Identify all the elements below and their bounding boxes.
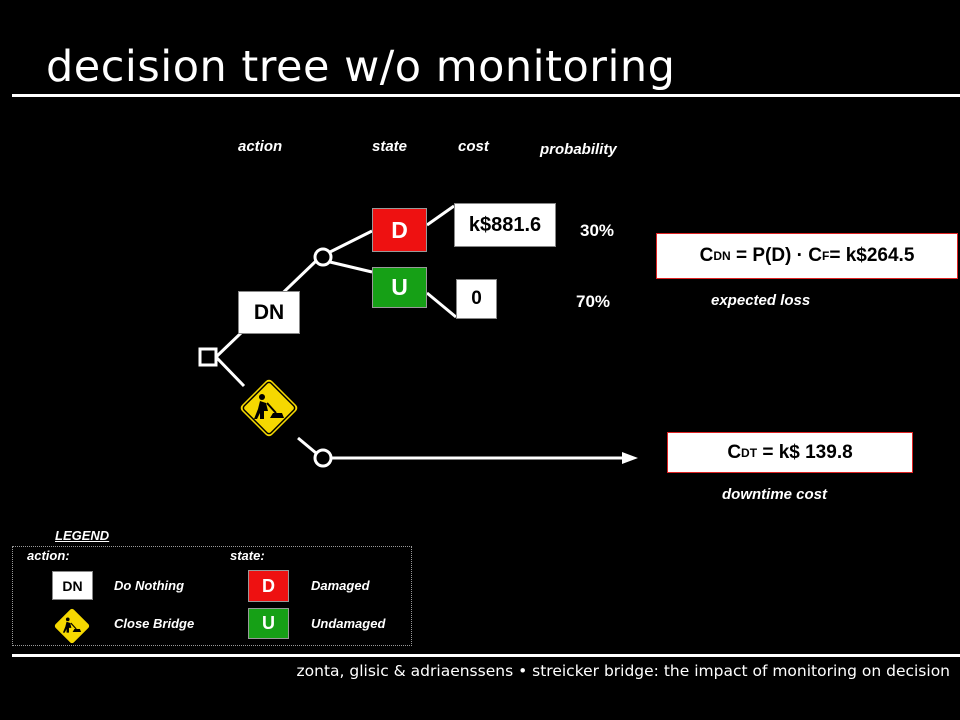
header-state: state bbox=[372, 138, 408, 155]
prob-u: 70% bbox=[576, 292, 611, 311]
header-action: action bbox=[238, 138, 283, 155]
expected-loss-label: expected loss bbox=[711, 292, 811, 309]
footer-citation: zonta, glisic & adriaenssens • streicker… bbox=[296, 662, 950, 680]
edge-u-cost bbox=[426, 291, 457, 319]
legend-frame bbox=[12, 546, 412, 646]
legend-dn-box: DN bbox=[52, 571, 93, 600]
edge-d-cost bbox=[426, 204, 455, 227]
cost-u-box: 0 bbox=[456, 279, 497, 319]
title-rule bbox=[12, 94, 960, 97]
legend-d-box: D bbox=[248, 570, 289, 602]
state-u-box: U bbox=[372, 267, 427, 308]
formula-sub-f: F bbox=[821, 249, 830, 263]
road-work-sign-icon bbox=[239, 378, 299, 438]
legend-dn-text: Do Nothing bbox=[114, 578, 185, 593]
cost-d-box: k$881.6 bbox=[454, 203, 556, 247]
edge-close-branch-a bbox=[214, 355, 246, 388]
formula-sub-dt: DT bbox=[741, 445, 758, 460]
road-work-sign-icon bbox=[53, 607, 91, 645]
prob-d: 30% bbox=[580, 221, 615, 240]
formula-dt-result: = k$ 139.8 bbox=[757, 441, 853, 463]
circle-node-icon bbox=[313, 247, 333, 267]
state-d-box: D bbox=[372, 208, 427, 252]
header-cost: cost bbox=[458, 138, 489, 155]
legend-title: LEGEND bbox=[55, 528, 110, 543]
edge-to-u bbox=[329, 260, 373, 274]
square-node-icon bbox=[198, 347, 218, 367]
formula-c-dt: C bbox=[727, 441, 742, 463]
legend-d-text: Damaged bbox=[311, 578, 370, 593]
legend-state-heading: state: bbox=[230, 548, 265, 563]
action-dn-box: DN bbox=[238, 291, 300, 334]
legend-action-heading: action: bbox=[27, 548, 70, 563]
footer-rule bbox=[12, 654, 960, 657]
legend-u-text: Undamaged bbox=[311, 616, 386, 631]
circle-node-icon bbox=[313, 448, 333, 468]
downtime-cost-label: downtime cost bbox=[722, 486, 828, 503]
formula-c: C bbox=[699, 245, 714, 266]
legend-close-text: Close Bridge bbox=[114, 616, 195, 631]
formula-result: = k$264.5 bbox=[829, 245, 915, 266]
edge-close-branch-b bbox=[297, 436, 317, 455]
header-probability: probability bbox=[540, 141, 617, 158]
formula-sub-dn: DN bbox=[713, 249, 731, 263]
legend-u-box: U bbox=[248, 608, 289, 639]
edge-to-d bbox=[329, 229, 373, 254]
formula-mid: = P(D) · C bbox=[730, 245, 822, 266]
slide-title: decision tree w/o monitoring bbox=[46, 42, 676, 92]
arrow-right-icon bbox=[622, 452, 638, 464]
